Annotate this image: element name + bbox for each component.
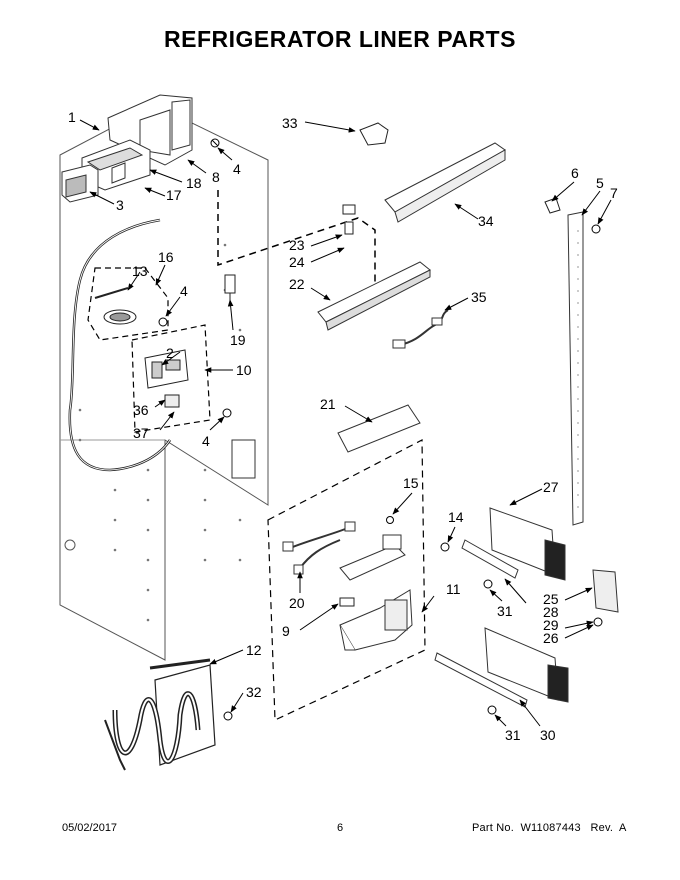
callout-14: 14: [448, 509, 464, 525]
dashed-box-13: [87, 267, 169, 341]
thermistor-part: [94, 287, 137, 325]
callout-15: 15: [403, 475, 419, 491]
callout-4-low: 4: [202, 433, 210, 449]
callout-23: 23: [289, 237, 305, 253]
screw-23-24: [342, 204, 356, 235]
housing-11: [339, 589, 413, 651]
callout-1: 1: [68, 109, 76, 125]
callout-25: 25: [543, 591, 559, 607]
callout-9: 9: [282, 623, 290, 639]
callout-17: 17: [166, 187, 182, 203]
callout-3: 3: [116, 197, 124, 213]
screw-31-a: [483, 579, 493, 589]
channel-34: [384, 142, 506, 223]
air-tower-assembly: [61, 94, 193, 203]
bin-27: [489, 507, 566, 581]
callout-35: 35: [471, 289, 487, 305]
part-9: [339, 597, 355, 607]
callout-11: 11: [446, 581, 461, 597]
slide-28: [461, 539, 519, 579]
callout-12: 12: [246, 642, 262, 658]
footer-part-number: Part No. W11087443 Rev. A: [472, 822, 627, 834]
page-title: REFRIGERATOR LINER PARTS: [164, 26, 516, 52]
callout-27: 27: [543, 479, 559, 495]
callout-4-top: 4: [233, 161, 241, 177]
callout-2: 2: [166, 345, 174, 361]
callout-31-upper: 31: [497, 603, 513, 619]
harness-20: [282, 521, 356, 575]
callout-36: 36: [133, 402, 149, 418]
cover-21: [337, 404, 421, 453]
callout-6: 6: [571, 165, 579, 181]
footer-page-number: 6: [337, 822, 344, 834]
clip-33: [359, 122, 389, 146]
bracket-22: [317, 261, 431, 331]
dashed-leader-23: [217, 190, 376, 285]
callout-28: 28: [543, 604, 559, 620]
callout-32: 32: [246, 684, 262, 700]
leader-lines: [79, 119, 612, 727]
callout-33: 33: [282, 115, 298, 131]
callout-29: 29: [543, 617, 559, 633]
screw-15: [386, 516, 394, 524]
callout-21: 21: [320, 396, 336, 412]
callout-30: 30: [540, 727, 556, 743]
screw-14: [440, 542, 450, 552]
evaporator-12: [104, 658, 216, 771]
callout-22: 22: [289, 276, 305, 292]
callout-31-lower: 31: [505, 727, 521, 743]
callout-26: 26: [543, 630, 559, 646]
screw-10-4: [222, 408, 232, 418]
bin-29: [484, 627, 569, 703]
callout-13: 13: [132, 263, 148, 279]
screw-8-4: [210, 138, 220, 148]
wire-35: [392, 309, 449, 349]
callout-24: 24: [289, 254, 305, 270]
connector-19: [224, 274, 236, 300]
cover-25: [592, 569, 619, 613]
callout-8: 8: [212, 169, 220, 185]
control-bracket-part: [144, 349, 189, 408]
callout-5: 5: [596, 175, 604, 191]
dashed-box-11: [267, 439, 426, 721]
callout-16: 16: [158, 249, 174, 265]
callout-18: 18: [186, 175, 202, 191]
footer-date: 05/02/2017: [62, 822, 118, 834]
callout-10: 10: [236, 362, 252, 378]
screw-26: [593, 617, 603, 627]
rail-5: [567, 211, 584, 526]
callout-37: 37: [133, 425, 149, 441]
screw-16-4: [158, 317, 168, 327]
bracket-15: [339, 534, 406, 581]
callout-labels: 1 2 3 4 4 4 5 6 7 8 9 10 11 12 13 14 15 …: [68, 109, 618, 743]
callout-20: 20: [289, 595, 305, 611]
callout-34: 34: [478, 213, 494, 229]
liner-drain-hole: [64, 539, 76, 551]
screw-31-b: [487, 705, 497, 715]
callout-19: 19: [230, 332, 246, 348]
callout-7: 7: [610, 185, 618, 201]
screw-32: [223, 711, 233, 721]
callout-4-mid: 4: [180, 283, 188, 299]
screw-7: [591, 224, 601, 234]
